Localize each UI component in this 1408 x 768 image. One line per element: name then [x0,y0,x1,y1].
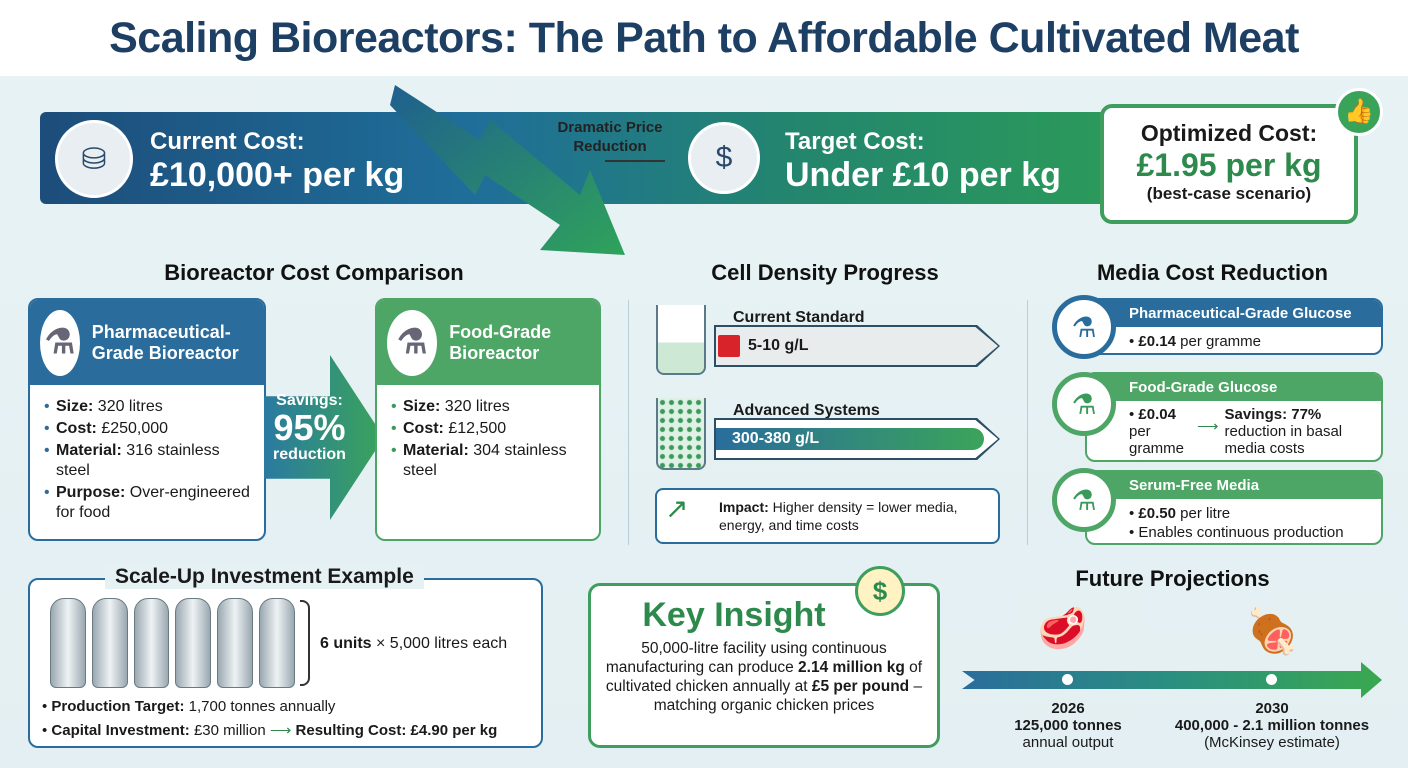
spec-item: Size: 320 litres [391,397,585,417]
thumbs-up-icon: 👍 [1335,88,1383,136]
cost-banner [40,112,1110,204]
current-density-bar: 5-10 g/L [714,325,1000,367]
divider [628,300,629,545]
timeline-arrow [962,662,1382,698]
capital-investment: • Capital Investment: £30 million ⟶ Resu… [42,722,498,739]
media-heading: Media Cost Reduction [1096,260,1328,285]
cell-density-heading: Cell Density Progress [711,260,939,285]
spec-item: Cost: £250,000 [44,419,250,439]
timeline-dot [1266,674,1277,685]
trend-up-icon: ↗ [665,493,689,524]
coins-icon: ⛁ [55,120,133,198]
savings-badge: Savings: 95% reduction [273,392,346,463]
impact-box: ↗ Impact: Higher density = lower media, … [655,488,1000,544]
advanced-density-bar: 300-380 g/L [714,418,1000,460]
patties-icon: 🥩 [1037,607,1088,651]
target-cost-label: Target Cost: [785,128,925,155]
serum-free-card: Serum-Free Media• £0.50 per litre• Enabl… [1085,470,1383,545]
spec-item: Purpose: Over-engineered for food [44,483,250,523]
bioreactor-icon: ⚗ [387,309,438,376]
divider [1027,300,1028,545]
optimized-cost-box: Optimized Cost: £1.95 per kg (best-case … [1100,104,1358,224]
food-bioreactor-card: ⚗Food-Grade Bioreactor Size: 320 litres … [375,298,601,541]
bioreactor-icon: ⚗ [40,309,80,376]
flask-icon: ⚗ [1052,468,1116,532]
current-cost-value: £10,000+ per kg [150,156,405,194]
spec-item: Material: 316 stainless steel [44,441,250,481]
bioreactor-heading: Bioreactor Cost Comparison [164,260,464,285]
card-title: Pharmaceutical-Grade Bioreactor [91,321,239,363]
spec-item: Size: 320 litres [44,397,250,417]
page-title: Scaling Bioreactors: The Path to Afforda… [109,13,1299,62]
food-glucose-card: Food-Grade Glucose • £0.04 per gramme⟶Sa… [1085,372,1383,462]
pharma-glucose-card: Pharmaceutical-Grade Glucose• £0.14 per … [1085,298,1383,355]
spec-item: Material: 304 stainless steel [391,441,585,481]
production-target: • Production Target: 1,700 tonnes annual… [42,698,336,715]
pharma-bioreactor-card: ⚗ Pharmaceutical-Grade Bioreactor Size: 3… [28,298,266,541]
bracket [300,600,310,686]
flask-icon: ⚗ [1052,295,1116,359]
key-insight-heading: Key Insight [642,596,826,634]
optimized-cost-value: £1.95 per kg [1136,147,1322,183]
advanced-systems-label: Advanced Systems [733,402,880,419]
beaker-icon [656,305,706,375]
price-drop-arrow-icon [390,85,625,255]
bioreactor-tanks-icon [50,598,295,688]
card-title: Food-Grade Bioreactor [449,321,552,363]
lightbulb-dollar-icon: $ [855,566,905,616]
transition-label: Dramatic Price Reduction [557,119,663,155]
low-density-indicator [718,335,740,357]
timeline-dot [1062,674,1073,685]
optimized-cost-label: Optimized Cost: [1140,120,1318,146]
current-cost-label: Current Cost: [150,128,305,155]
spec-item: Cost: £12,500 [391,419,585,439]
scale-up-heading: Scale-Up Investment Example [105,565,424,589]
beaker-dense-icon [656,398,706,470]
future-heading: Future Projections [1075,566,1270,591]
ham-icon: 🍖 [1245,607,1300,656]
current-standard-label: Current Standard [733,309,865,326]
title-bar: Scaling Bioreactors: The Path to Afforda… [0,0,1408,76]
transition-arrow-icon [605,160,665,162]
flask-icon: ⚗ [1052,372,1116,436]
key-insight-text: 50,000-litre facility using continuous m… [605,640,923,714]
optimized-cost-note: (best-case scenario) [1146,184,1312,203]
target-cost-value: Under £10 per kg [785,156,1061,194]
units-text: 6 units × 5,000 litres each [320,635,508,652]
dollar-coin-icon: $ [688,122,760,194]
